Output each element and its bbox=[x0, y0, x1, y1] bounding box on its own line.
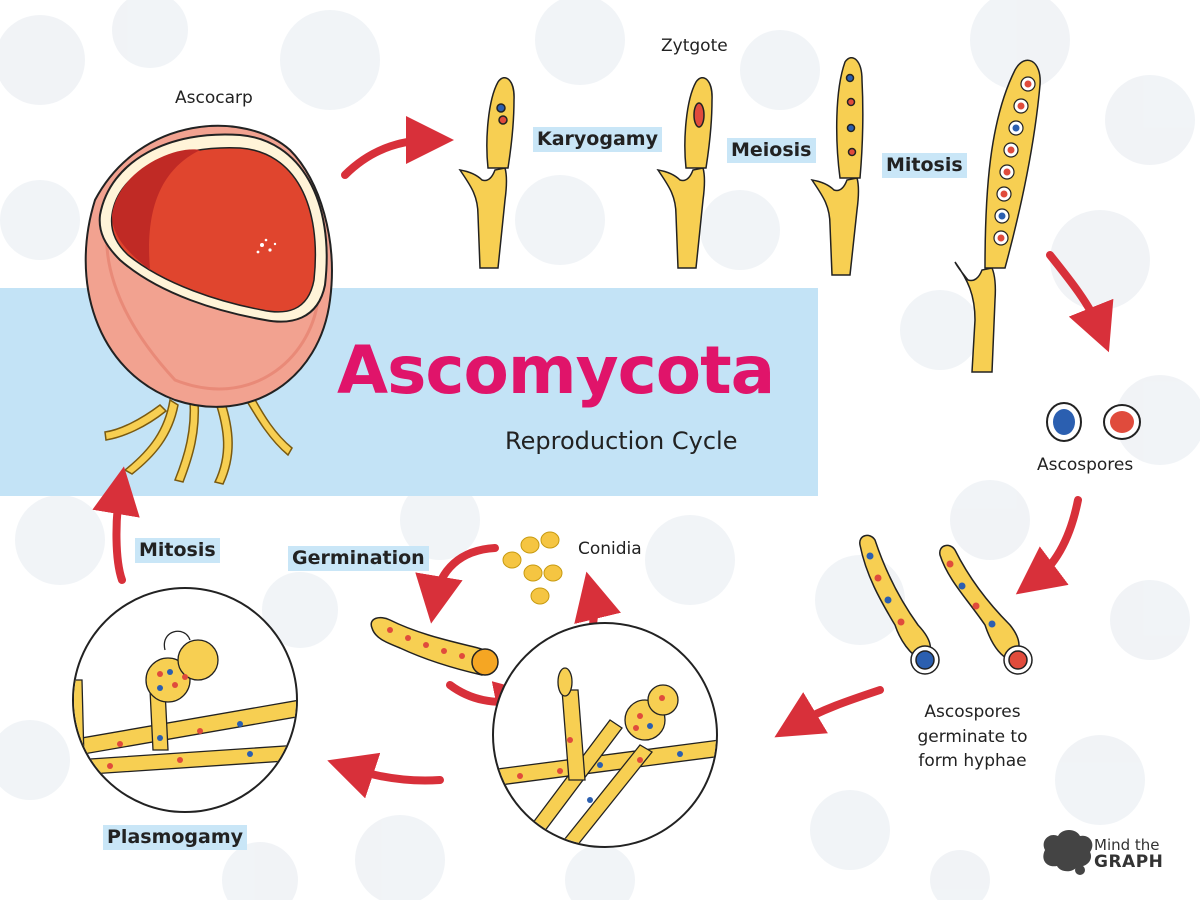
zygote-hypha bbox=[656, 77, 713, 269]
label-plasmogamy: Plasmogamy bbox=[103, 825, 248, 850]
logo-line2: GRAPH bbox=[1094, 851, 1164, 872]
arrow-ascospores-to-hyphae bbox=[1015, 496, 1082, 595]
label-zytgote: Zytgote bbox=[661, 36, 728, 56]
conidia-cluster bbox=[502, 531, 563, 605]
label-conidia: Conidia bbox=[578, 539, 642, 559]
diagram-title: Ascomycota bbox=[337, 332, 775, 409]
ascocarp-roots bbox=[104, 395, 293, 485]
arrow-hyphae-to-mycelium bbox=[774, 686, 884, 738]
logo-line1: Mind the bbox=[1094, 836, 1160, 854]
label-karyogamy: Karyogamy bbox=[533, 127, 662, 152]
label-germinate-line3: form hyphae bbox=[918, 751, 1027, 772]
label-ascocarp: Ascocarp bbox=[175, 88, 253, 108]
plasmogamy-circle bbox=[72, 587, 298, 813]
germinating-conidium bbox=[370, 616, 499, 676]
label-ascospores: Ascospores bbox=[1037, 455, 1134, 475]
mycelium-circle bbox=[492, 622, 718, 848]
arrow-ascocarp-to-karyogamy bbox=[341, 116, 454, 179]
arrow-mycelium-to-plasmogamy bbox=[327, 752, 444, 799]
label-mitosis-left: Mitosis bbox=[135, 538, 220, 563]
karyogamy-hypha bbox=[458, 77, 515, 269]
ascocarp-illustration bbox=[84, 124, 333, 485]
mitosis-ascus bbox=[954, 59, 1041, 373]
germinating-ascospores bbox=[859, 534, 1033, 675]
label-mitosis-top: Mitosis bbox=[882, 153, 967, 178]
arrow-plasmogamy-to-ascocarp bbox=[92, 466, 140, 584]
label-germinate-line2: germinate to bbox=[917, 726, 1028, 747]
meiosis-hypha bbox=[810, 57, 864, 276]
label-germinate-line1: Ascospores bbox=[924, 702, 1021, 722]
brain-logo-icon bbox=[1043, 830, 1093, 875]
logo-text: Mind the GRAPH bbox=[1094, 836, 1164, 872]
arrow-conidia-to-germination bbox=[415, 544, 499, 624]
diagram-subtitle: Reproduction Cycle bbox=[505, 427, 738, 455]
label-meiosis: Meiosis bbox=[727, 138, 816, 163]
ascospores-pair bbox=[1046, 402, 1141, 442]
label-germination: Germination bbox=[288, 546, 429, 571]
label-ascospores-germinate: Ascospores germinate to form hyphae bbox=[905, 700, 1040, 774]
arrow-mitosis-to-ascospores bbox=[1046, 251, 1114, 353]
